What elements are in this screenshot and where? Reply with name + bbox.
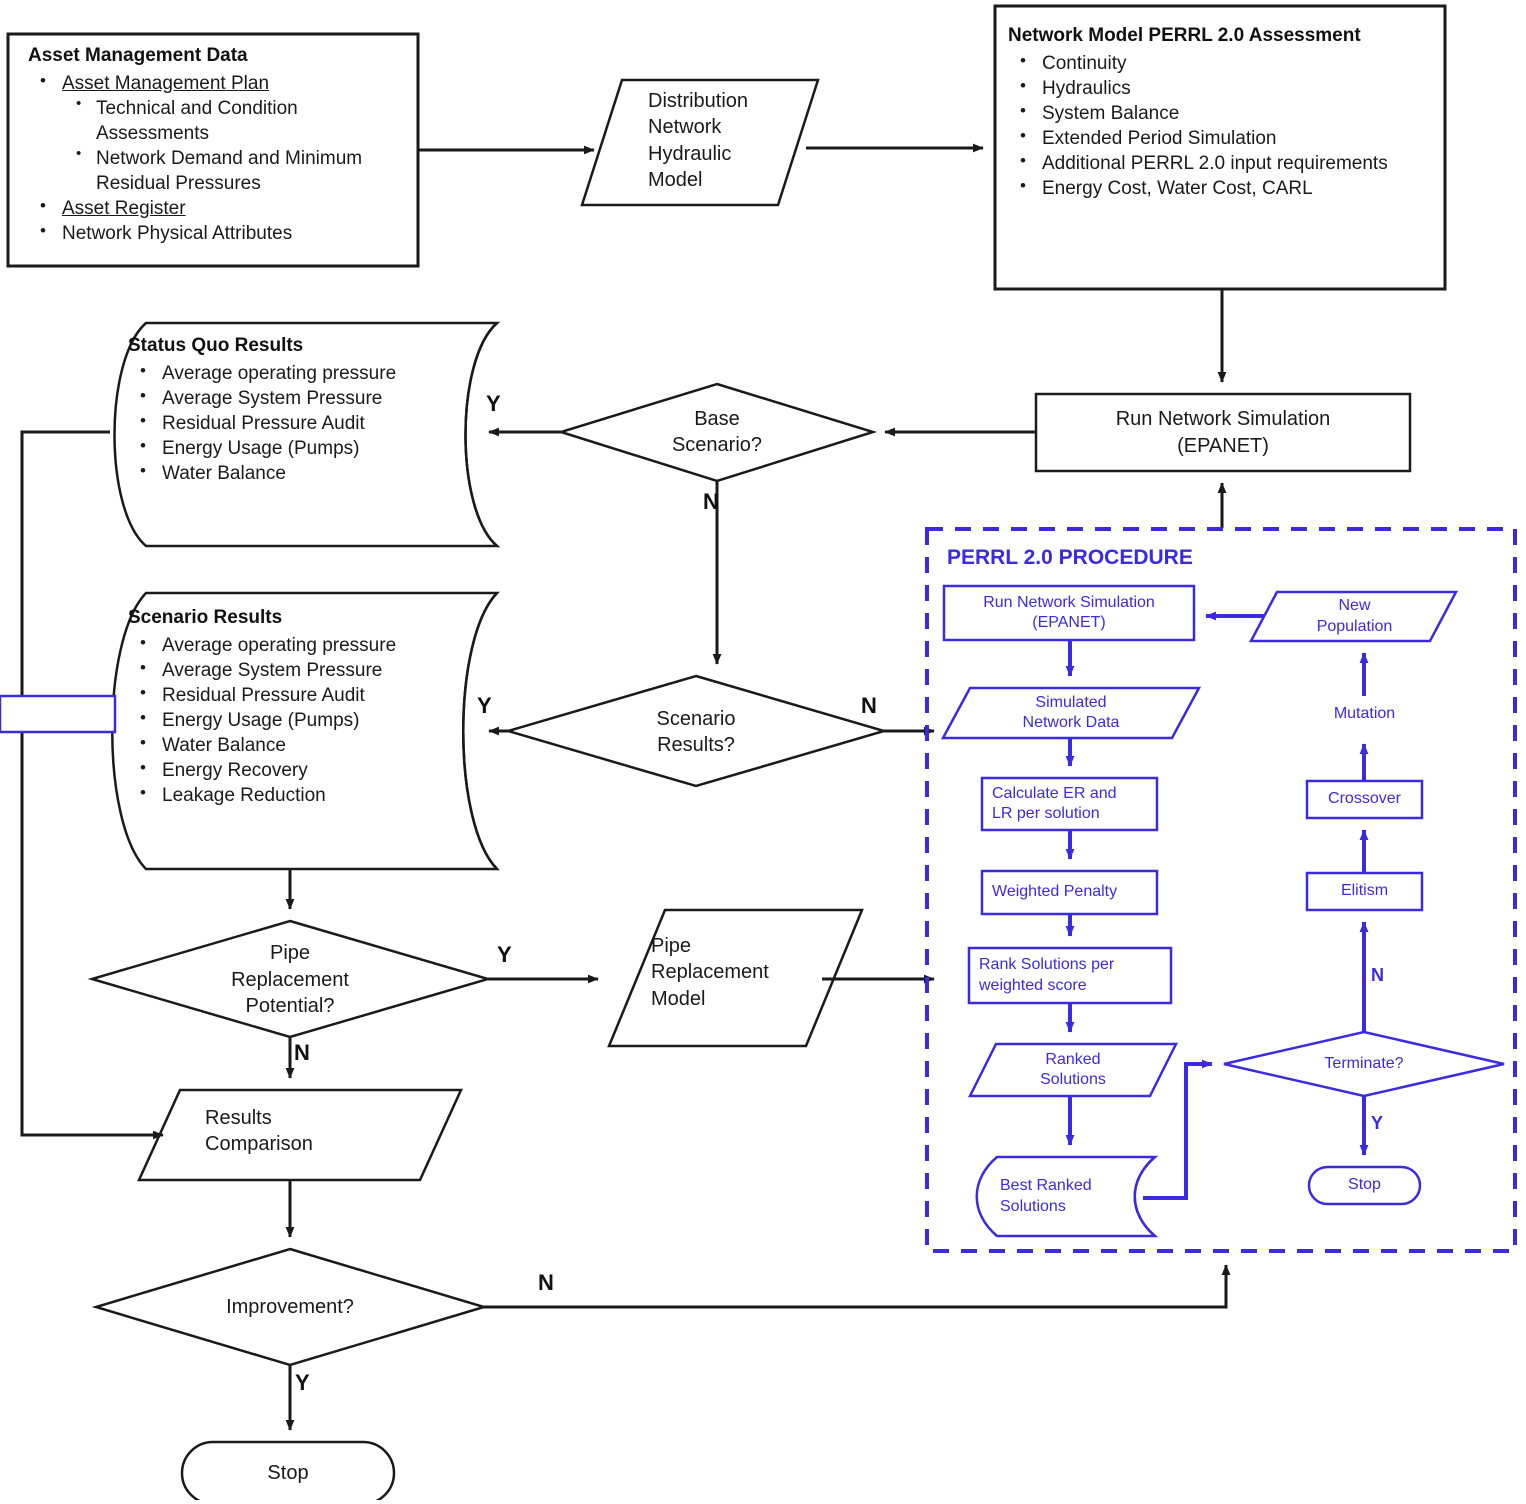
edge-label-scenario-results-yes: Y	[477, 693, 492, 718]
perrl-best-ranked-solutions-shape	[975, 1155, 1159, 1238]
edge-label-scenario-results-no: N	[861, 693, 877, 718]
pipe-replacement-model-parallelogram	[607, 908, 864, 1048]
status-quo-results-shape	[113, 321, 501, 548]
edge-label-improvement-no: N	[538, 1270, 554, 1295]
perrl-elitism-box	[1305, 871, 1424, 912]
edge-label-terminate-no: N	[1371, 965, 1384, 985]
perrl-mutation-box	[0, 694, 117, 734]
scenario-results-shape	[111, 591, 500, 871]
perrl-best-ranked-solutions-edge	[1133, 1156, 1156, 1237]
scenario-results-diamond	[503, 674, 889, 788]
improvement-diamond	[91, 1247, 489, 1367]
perrl-terminate-diamond	[1223, 1030, 1505, 1098]
results-comparison-parallelogram	[137, 1088, 463, 1182]
edge-label-pipe-replacement-yes: Y	[497, 942, 512, 967]
perrl-calculate-er-lr-box	[980, 776, 1159, 832]
status-quo-results-shape-edge	[464, 322, 498, 547]
edge-label-improvement-yes: Y	[295, 1370, 310, 1395]
perrl-crossover-box	[1305, 779, 1424, 820]
edge-label-base-scenario-no: N	[703, 489, 719, 514]
perrl-new-population-parallelogram	[1248, 590, 1459, 643]
edge-label-pipe-replacement-no: N	[294, 1040, 310, 1065]
scenario-results-shape-edge	[462, 592, 498, 870]
network-assessment-box	[993, 4, 1447, 291]
perrl-procedure-container	[925, 527, 1517, 1253]
stop-main-terminator	[180, 1440, 396, 1500]
perrl-rank-solutions-box	[967, 946, 1173, 1005]
edge-label-terminate-yes: Y	[1371, 1113, 1384, 1133]
perrl-weighted-penalty-box	[980, 869, 1159, 916]
perrl-simulated-network-data-parallelogram	[940, 686, 1202, 740]
edge-improvement-no-to-perrl	[484, 1264, 1231, 1309]
perrl-ranked-solutions-parallelogram	[967, 1042, 1179, 1098]
edge-perrl-best-to-terminate	[1143, 1059, 1213, 1200]
run-simulation-main-box	[1034, 392, 1412, 473]
base-scenario-diamond	[556, 382, 878, 483]
perrl-stop-terminator	[1307, 1165, 1422, 1206]
perrl-run-simulation-box	[942, 584, 1196, 642]
asset-management-data-box	[6, 32, 420, 268]
edge-statusquo-to-results-comparison	[20, 430, 164, 1140]
edge-label-base-scenario-yes: Y	[486, 391, 501, 416]
pipe-replacement-potential-diamond	[87, 919, 493, 1039]
distribution-model-parallelogram	[580, 78, 820, 207]
